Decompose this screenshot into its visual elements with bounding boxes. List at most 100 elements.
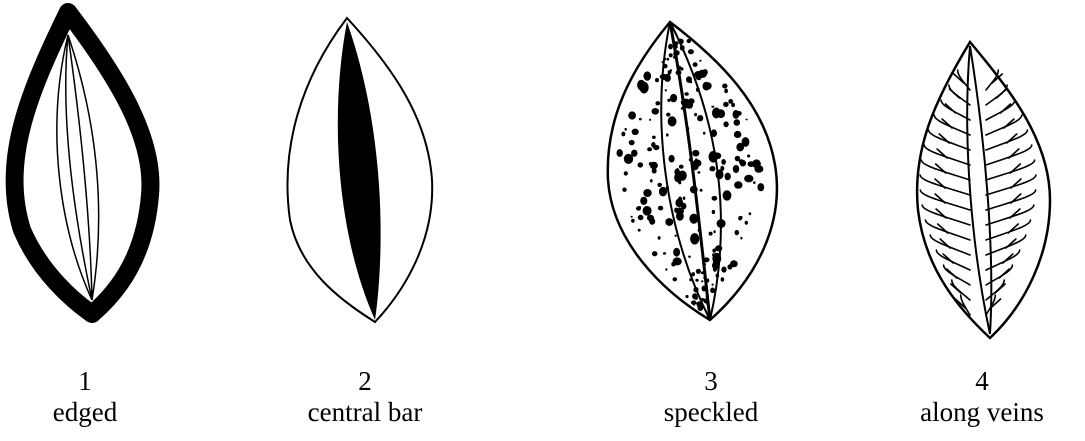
speckle (748, 161, 755, 167)
speckle (684, 92, 688, 96)
speckle (661, 74, 668, 80)
speckle (714, 153, 722, 160)
speckle (723, 102, 729, 107)
speckle (668, 116, 677, 126)
speckle (738, 183, 742, 187)
speckle (650, 179, 653, 182)
caption-3: 3 speckled (611, 366, 811, 428)
speckle (632, 129, 639, 135)
leaf-4-along-veins (917, 42, 1050, 338)
speckle (716, 274, 720, 278)
speckle (691, 164, 698, 170)
caption-2-number: 2 (265, 366, 465, 397)
speckle (725, 173, 731, 181)
speckle (736, 111, 741, 116)
speckle (667, 99, 670, 102)
leaf-2-central-bar (287, 18, 432, 322)
speckle (701, 280, 703, 282)
speckle (638, 162, 644, 167)
speckle (712, 253, 721, 264)
speckle (695, 279, 698, 282)
speckle (622, 188, 626, 192)
speckle (693, 151, 697, 154)
speckle (676, 204, 679, 206)
speckle (688, 256, 691, 258)
speckle (735, 230, 740, 235)
speckle (754, 165, 763, 173)
speckle (640, 197, 647, 205)
speckle (699, 60, 701, 62)
speckle (701, 271, 704, 274)
speckle (720, 166, 724, 171)
speckle (694, 113, 697, 116)
speckle (689, 81, 692, 83)
speckle (712, 196, 718, 201)
speckle (703, 257, 709, 262)
speckle (624, 171, 628, 175)
speckle (704, 263, 706, 265)
speckle (679, 165, 684, 169)
speckle (639, 118, 642, 121)
caption-3-number: 3 (611, 366, 811, 397)
speckle (711, 106, 714, 108)
speckle (695, 158, 697, 161)
speckle (706, 279, 709, 283)
speckle (712, 210, 715, 214)
speckle (655, 78, 659, 82)
caption-3-label: speckled (611, 397, 811, 428)
speckle (691, 272, 695, 276)
speckle (744, 175, 753, 183)
speckle (621, 132, 625, 137)
speckle (713, 230, 715, 233)
speckle (677, 66, 682, 70)
speckle (685, 295, 688, 298)
speckle (749, 212, 752, 215)
speckle (736, 143, 744, 152)
caption-1-number: 1 (0, 366, 185, 397)
speckle (637, 80, 645, 91)
speckle (643, 189, 651, 197)
speckle (717, 219, 726, 228)
speckle (674, 45, 678, 49)
speckle (702, 286, 707, 292)
speckle (662, 61, 665, 63)
speckle (665, 89, 667, 91)
leaf-3-speckled (608, 22, 777, 320)
speckle (727, 264, 732, 269)
speckle (709, 166, 715, 171)
speckle (665, 268, 667, 271)
speckle (698, 229, 701, 232)
speckle (734, 119, 741, 126)
speckle (664, 58, 666, 61)
speckle (644, 71, 652, 80)
speckle (703, 276, 706, 279)
speckle (638, 229, 641, 232)
speckle (683, 197, 686, 200)
leaf-drawings (0, 0, 1085, 350)
speckle (674, 41, 679, 45)
speckle (626, 154, 629, 158)
speckle (639, 206, 642, 209)
speckle (676, 208, 684, 215)
speckle (689, 158, 692, 161)
caption-4-number: 4 (882, 366, 1082, 397)
speckle (757, 183, 764, 191)
speckle (680, 45, 685, 51)
speckle (690, 233, 699, 244)
caption-4: 4 along veins (882, 366, 1082, 428)
speckle (715, 245, 722, 251)
speckle (722, 84, 727, 89)
speckle (628, 111, 636, 119)
speckle (631, 150, 637, 157)
speckle (652, 251, 658, 256)
speckle (753, 181, 756, 184)
speckle (687, 39, 691, 43)
speckle (706, 300, 709, 303)
speckle (617, 149, 623, 157)
speckle (675, 235, 677, 237)
speckle (696, 72, 702, 80)
speckle (703, 132, 706, 135)
speckle (697, 115, 703, 121)
speckle (687, 127, 690, 130)
